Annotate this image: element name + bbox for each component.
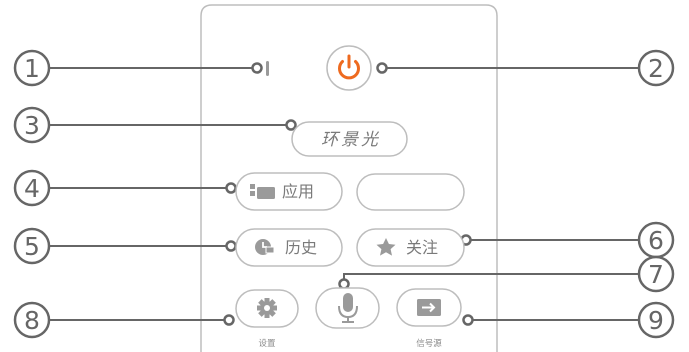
callout-circles xyxy=(13,49,675,339)
leader-dot-8 xyxy=(338,278,350,290)
callout-circle-7 xyxy=(13,301,51,339)
remote-body-outline xyxy=(200,4,498,352)
callout-number-4: 4 xyxy=(24,174,40,203)
apps-grid-icon xyxy=(250,184,275,199)
leader-dot-9 xyxy=(462,314,474,326)
callout-circle-8 xyxy=(637,255,675,293)
history-button[interactable]: 历史 xyxy=(235,228,343,267)
leader-dot-5 xyxy=(225,240,237,252)
led-indicator xyxy=(266,61,269,76)
history-clock-icon xyxy=(255,239,275,255)
leader-line-8 xyxy=(343,273,638,284)
leader-dot-3 xyxy=(285,119,297,131)
settings-button[interactable]: 设置 xyxy=(235,289,299,349)
blank-button[interactable] xyxy=(356,173,465,211)
favorites-button[interactable]: 关注 xyxy=(356,228,465,267)
leader-dot-2 xyxy=(376,62,388,74)
leader-dot-1 xyxy=(251,62,263,74)
ambilight-label: 环景光 xyxy=(321,130,381,150)
callout-number-9: 9 xyxy=(648,306,664,335)
gear-icon xyxy=(257,298,277,318)
callout-circle-5 xyxy=(13,227,51,265)
callout-number-8: 7 xyxy=(648,260,664,289)
leader-dot-7 xyxy=(223,314,235,326)
star-icon xyxy=(376,238,396,256)
source-label: 信号源 xyxy=(416,338,442,349)
history-label: 历史 xyxy=(285,238,317,257)
leader-lines xyxy=(50,67,638,321)
callout-number-1: 1 xyxy=(24,54,40,83)
callout-number-2: 2 xyxy=(648,54,664,83)
callout-circle-9 xyxy=(637,301,675,339)
leader-dots xyxy=(223,62,474,326)
apps-label: 应用 xyxy=(282,182,314,201)
favorites-label: 关注 xyxy=(406,238,438,257)
callout-number-7: 8 xyxy=(24,306,40,335)
power-button[interactable] xyxy=(326,45,372,91)
voice-button[interactable] xyxy=(315,287,380,329)
power-icon xyxy=(338,54,360,80)
callout-number-5: 5 xyxy=(24,232,40,261)
source-button[interactable]: 信号源 xyxy=(396,288,462,349)
apps-button[interactable]: 应用 xyxy=(235,172,343,211)
callout-number-3: 3 xyxy=(24,111,40,140)
callout-circle-4 xyxy=(13,169,51,207)
ambilight-button[interactable]: 环景光 xyxy=(291,121,408,157)
callout-circle-3 xyxy=(13,106,51,144)
callout-circle-2 xyxy=(637,49,675,87)
callout-circle-1 xyxy=(13,49,51,87)
microphone-icon xyxy=(338,293,358,323)
leader-dot-4 xyxy=(225,182,237,194)
input-source-icon xyxy=(417,299,441,316)
callout-number-6: 6 xyxy=(648,226,664,255)
settings-label: 设置 xyxy=(258,338,276,349)
